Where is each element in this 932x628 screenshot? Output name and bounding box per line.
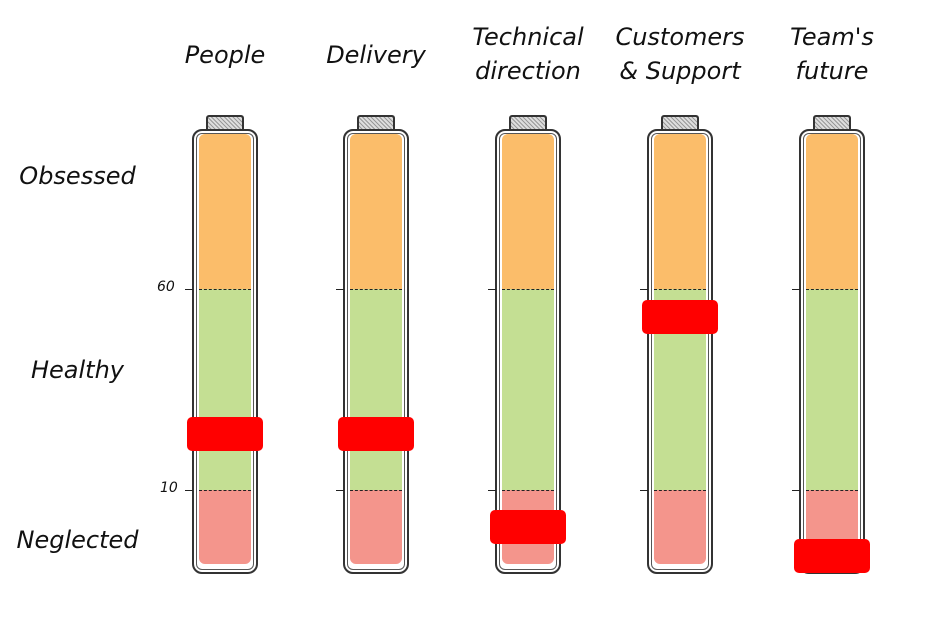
gauge-cap: [661, 115, 699, 131]
column-title: Technical direction: [453, 20, 603, 88]
gauge-zone-healthy: [806, 289, 858, 491]
gauge-zone-neglected: [199, 490, 251, 564]
value-marker: [794, 538, 870, 573]
gauge-cap: [357, 115, 395, 131]
level-label-healthy: Healthy: [30, 356, 124, 384]
tick-10: 10: [160, 480, 178, 496]
column-title: Team's future: [757, 20, 907, 88]
tick-mark: [185, 289, 193, 290]
gauge-tube: [799, 129, 865, 574]
gauge-zone-obsessed: [654, 134, 706, 289]
value-marker: [490, 509, 566, 544]
column-title-line: People: [184, 41, 266, 69]
tick-mark: [640, 289, 648, 290]
column-title-line: future: [795, 57, 869, 85]
gauge-tube: [343, 129, 409, 574]
tick-mark: [336, 490, 344, 491]
gauge-zone-neglected: [654, 490, 706, 564]
gauge-zone-obsessed: [806, 134, 858, 289]
tick-mark: [792, 289, 800, 290]
column-title-line: Team's: [790, 23, 874, 51]
gauge-zone-obsessed: [199, 134, 251, 289]
gauge-zone-healthy: [350, 289, 402, 491]
column-title-line: direction: [475, 57, 581, 85]
gauge-tube: [495, 129, 561, 574]
gauge-cap: [509, 115, 547, 131]
column-title: People: [150, 38, 300, 72]
tick-mark: [488, 490, 496, 491]
column-title: Delivery: [301, 38, 451, 72]
column-title-line: Delivery: [326, 41, 426, 69]
column-title-line: & Support: [619, 57, 741, 85]
value-marker: [187, 416, 263, 451]
gauge-tube: [647, 129, 713, 574]
column-title: Customers & Support: [605, 20, 755, 88]
gauge-zone-healthy: [502, 289, 554, 491]
gauge-zone-obsessed: [350, 134, 402, 289]
value-marker: [338, 416, 414, 451]
gauge-tube: [192, 129, 258, 574]
gauge-zone-healthy: [199, 289, 251, 491]
column-title-line: Customers: [615, 23, 745, 51]
level-label-obsessed: Obsessed: [19, 162, 136, 190]
tick-mark: [640, 490, 648, 491]
column-title-line: Technical: [472, 23, 584, 51]
tick-mark: [336, 289, 344, 290]
gauge-cap: [206, 115, 244, 131]
tick-mark: [488, 289, 496, 290]
value-marker: [642, 300, 718, 335]
tick-mark: [792, 490, 800, 491]
level-label-neglected: Neglected: [16, 526, 139, 554]
gauge-cap: [813, 115, 851, 131]
tick-60: 60: [157, 279, 175, 295]
tick-mark: [185, 490, 193, 491]
gauge-zone-obsessed: [502, 134, 554, 289]
gauge-zone-neglected: [350, 490, 402, 564]
